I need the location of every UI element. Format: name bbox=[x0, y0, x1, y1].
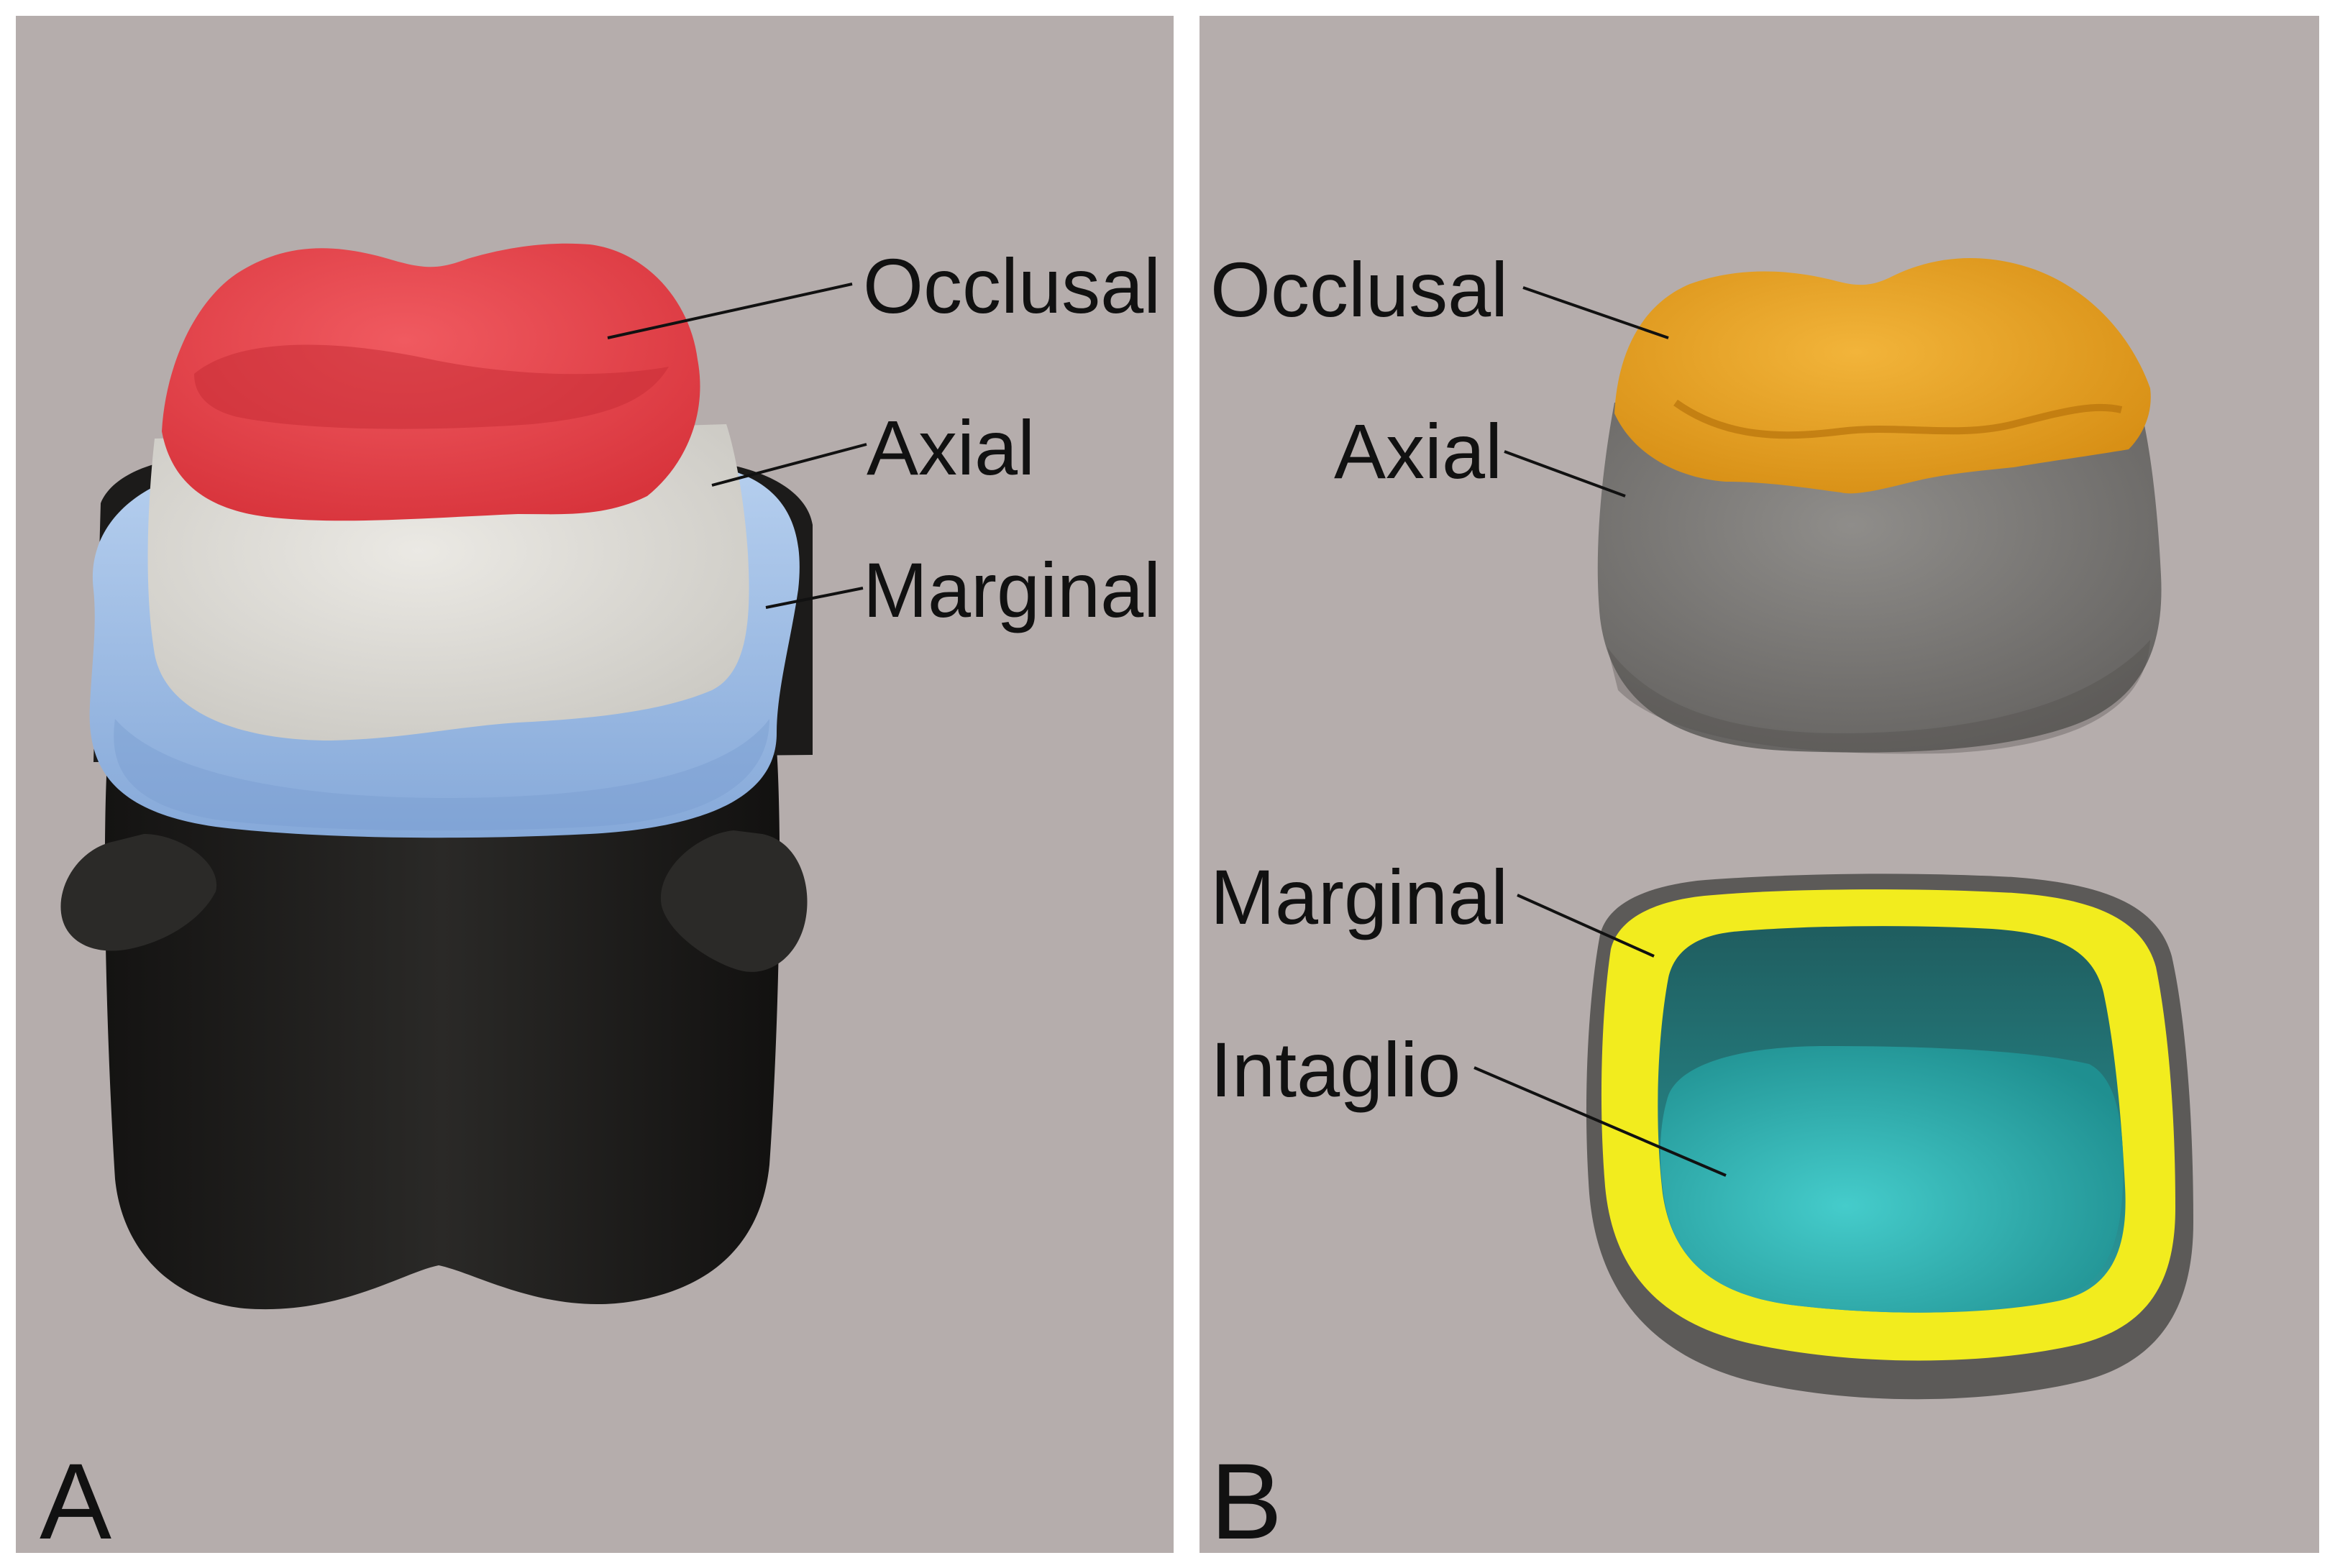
panel-a-model bbox=[60, 243, 813, 1310]
intaglio-surface-b bbox=[1660, 1046, 2124, 1313]
leader-b-axial bbox=[1504, 450, 1626, 498]
occlusal-groove-b bbox=[1673, 399, 2123, 439]
label-b-marginal: Marginal bbox=[1210, 853, 1508, 940]
leader-b-marginal bbox=[1517, 894, 1655, 958]
panel-b-crown-inner bbox=[1586, 874, 2193, 1400]
die-base bbox=[104, 748, 780, 1310]
label-b-occlusal: Occlusal bbox=[1210, 246, 1508, 333]
panel-b-crown-outer bbox=[1597, 257, 2162, 754]
label-a-axial: Axial bbox=[867, 404, 1035, 491]
leader-a-occlusal bbox=[607, 283, 853, 339]
leader-a-axial bbox=[711, 443, 867, 487]
leader-b-occlusal bbox=[1522, 286, 1669, 339]
label-a-marginal: Marginal bbox=[863, 546, 1161, 633]
panel-letter-a: A bbox=[40, 1441, 111, 1562]
marginal-band-shade bbox=[114, 719, 769, 831]
die-lug-left bbox=[60, 834, 217, 951]
axial-shadow-b bbox=[1607, 640, 2150, 754]
panel-letter-b: B bbox=[1210, 1441, 1282, 1562]
leader-b-intaglio bbox=[1473, 1066, 1727, 1177]
leader-a-marginal bbox=[765, 587, 864, 609]
occlusal-surface-b bbox=[1614, 257, 2151, 494]
occlusal-rim-a bbox=[194, 344, 669, 429]
label-b-intaglio: Intaglio bbox=[1210, 1026, 1461, 1113]
die-lug-right bbox=[660, 830, 808, 972]
label-b-axial: Axial bbox=[1334, 408, 1502, 495]
axial-surface-b bbox=[1597, 403, 2162, 753]
label-a-occlusal: Occlusal bbox=[863, 242, 1161, 329]
